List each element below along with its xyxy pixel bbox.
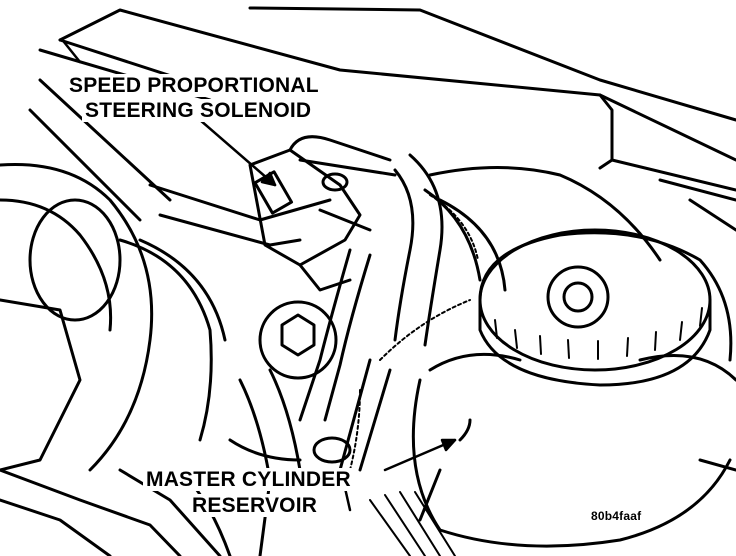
hood-outline <box>38 6 736 192</box>
left-components <box>0 162 227 556</box>
right-fender <box>369 178 736 556</box>
hex-fitting <box>258 300 338 380</box>
solenoid-label-line2: STEERING SOLENOID <box>82 99 315 122</box>
lower-hoses <box>178 368 352 556</box>
corrugated-hoses <box>338 194 479 472</box>
reservoir-label-line1: MASTER CYLINDER <box>143 468 354 491</box>
solenoid-label-line1: SPEED PROPORTIONAL <box>66 74 322 97</box>
figure-code: 80b4faaf <box>590 509 643 523</box>
master-cylinder-reservoir <box>411 166 736 548</box>
leader-lines <box>62 40 457 512</box>
solenoid-assembly <box>248 135 397 292</box>
reservoir-label-line2: RESERVOIR <box>189 494 321 517</box>
